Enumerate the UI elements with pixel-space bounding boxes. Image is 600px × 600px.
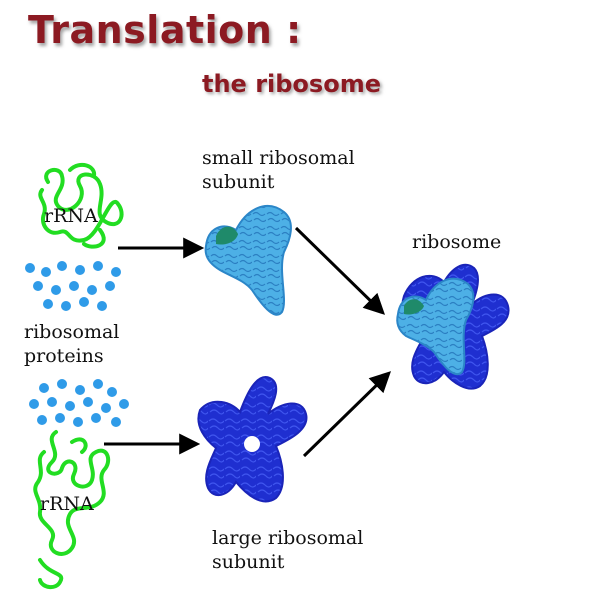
ribosome bbox=[396, 263, 510, 390]
rrna-strand-bottom bbox=[33, 430, 111, 589]
ribosomal-proteins-label-line1: ribosomal bbox=[24, 321, 120, 343]
small-subunit-label-line2: subunit bbox=[202, 171, 275, 193]
large-ribosomal-subunit bbox=[197, 376, 308, 503]
ribosome-label: ribosome bbox=[412, 231, 502, 253]
small-ribosomal-subunit bbox=[204, 205, 292, 316]
protein-dots-top bbox=[25, 261, 121, 311]
title: Translation : bbox=[28, 8, 302, 52]
small-subunit-label-line1: small ribosomal bbox=[202, 147, 355, 169]
rrna-label-bottom: rRNA bbox=[40, 493, 94, 515]
ribosomal-proteins-label-line2: proteins bbox=[24, 345, 104, 367]
subtitle: the ribosome bbox=[202, 70, 381, 98]
protein-dots-bottom bbox=[29, 379, 129, 427]
rrna-label-top: rRNA bbox=[44, 205, 98, 227]
arrow-large-to-ribosome bbox=[302, 371, 392, 458]
large-subunit-label-line1: large ribosomal bbox=[212, 527, 364, 549]
arrow-small-to-ribosome bbox=[294, 226, 386, 315]
rrna-strand-top bbox=[38, 162, 124, 249]
large-subunit-label-line2: subunit bbox=[212, 551, 285, 573]
